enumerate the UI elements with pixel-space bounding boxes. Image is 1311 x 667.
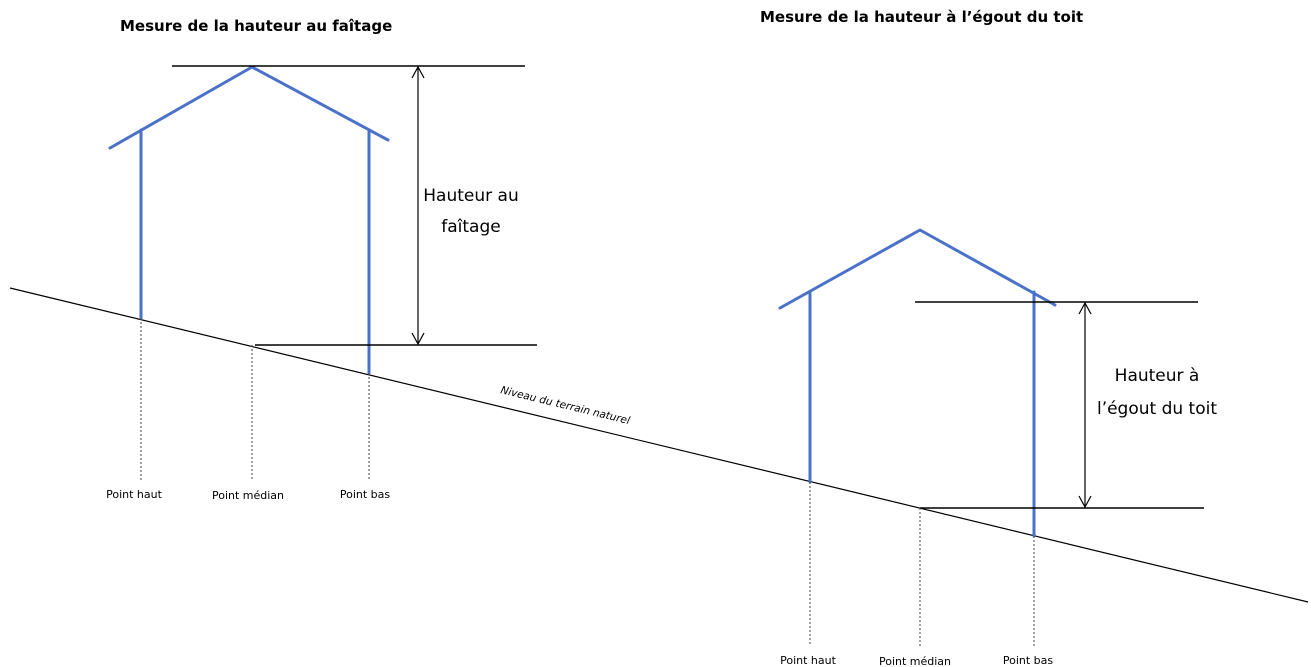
left-point-high-label: Point haut <box>106 488 162 501</box>
right-height-label-line1: Hauteur à <box>1115 366 1200 386</box>
right-point-median-label: Point médian <box>879 655 951 667</box>
right-house-roof <box>778 228 1057 310</box>
right-house <box>778 228 1057 538</box>
right-point-high-label: Point haut <box>780 654 836 667</box>
right-height-label-line2: l’égout du toit <box>1097 399 1217 419</box>
left-house <box>108 65 390 375</box>
right-point-low-label: Point bas <box>1003 654 1054 667</box>
left-point-low-label: Point bas <box>340 488 391 501</box>
left-diagram-title: Mesure de la hauteur au faîtage <box>120 17 392 35</box>
left-height-dimension-arrow <box>411 65 425 346</box>
left-point-median-label: Point médian <box>212 489 284 502</box>
terrain-line <box>9 287 1309 603</box>
left-height-label-line1: Hauteur au <box>423 186 518 206</box>
right-height-dimension-arrow <box>1078 301 1092 509</box>
left-house-roof <box>108 65 390 150</box>
terrain-label: Niveau du terrain naturel <box>499 384 631 427</box>
left-height-label-line2: faîtage <box>441 217 500 237</box>
right-diagram-title: Mesure de la hauteur à l’égout du toit <box>760 8 1083 26</box>
